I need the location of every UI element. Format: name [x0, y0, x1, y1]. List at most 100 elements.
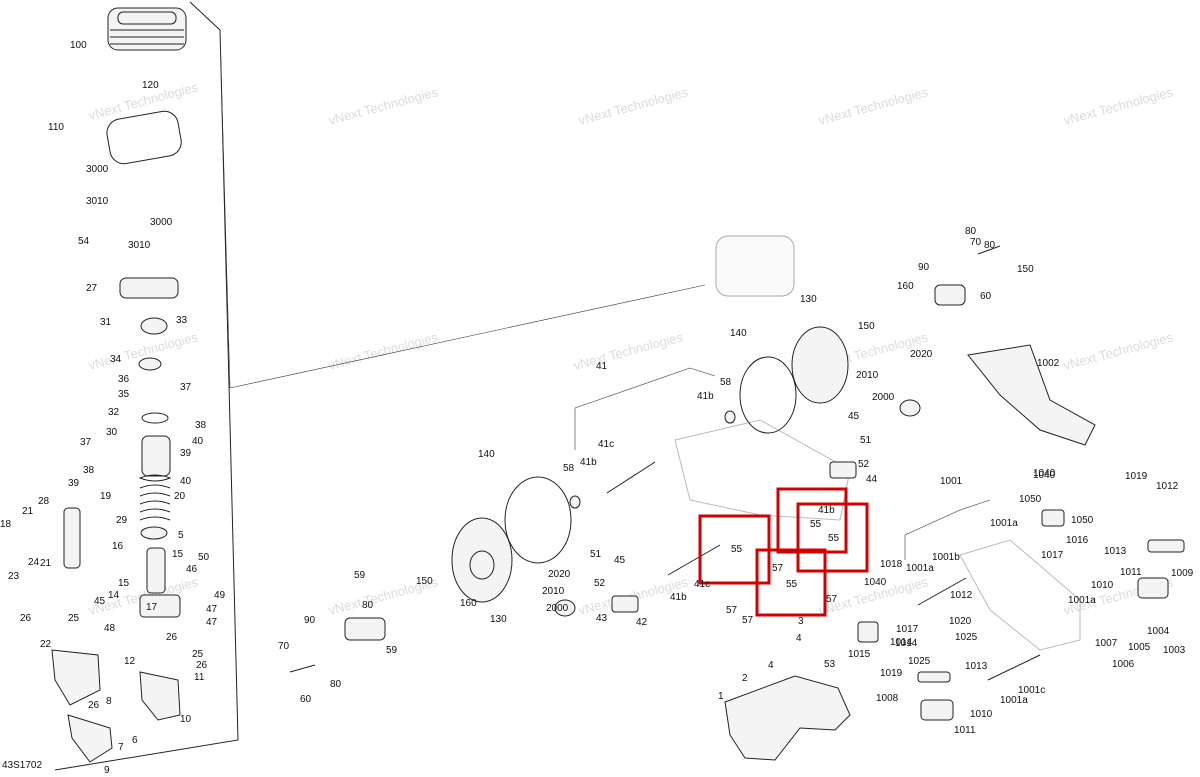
lower-guard-part	[67, 714, 113, 763]
callout-27: 27	[86, 283, 98, 294]
callout-35: 35	[118, 389, 130, 400]
callout-2010: 2010	[856, 370, 879, 381]
callout-40: 40	[192, 436, 204, 447]
callout-21: 21	[22, 506, 34, 517]
reference-code: 43S1702	[2, 760, 42, 771]
bracket-44-part	[829, 461, 857, 479]
callout-16: 16	[112, 541, 124, 552]
callout-1011: 1011	[1120, 567, 1142, 578]
plate-1019-part	[1147, 539, 1185, 553]
left-column-frame	[54, 1, 706, 771]
callout-2000: 2000	[872, 392, 895, 403]
bracket-43-part	[611, 595, 639, 613]
spring-seat-part	[138, 357, 162, 371]
callout-1011: 1011	[954, 725, 976, 736]
callout-1025: 1025	[908, 656, 931, 667]
callout-41b: 41b	[818, 505, 835, 516]
callout-28: 28	[38, 496, 50, 507]
callout-45: 45	[614, 555, 626, 566]
callout-43: 43	[596, 613, 608, 624]
callout-1008: 1008	[876, 693, 899, 704]
callout-10: 10	[180, 714, 192, 725]
callout-2000: 2000	[546, 603, 569, 614]
callout-34: 34	[110, 354, 122, 365]
watermark-7: vNext Technologies	[327, 329, 440, 373]
valve-cover-part	[107, 7, 187, 51]
callout-80: 80	[330, 679, 342, 690]
callout-55: 55	[810, 519, 822, 530]
callout-1040: 1040	[864, 577, 887, 588]
callout-55: 55	[828, 533, 840, 544]
callout-130: 130	[800, 294, 817, 305]
callout-1007: 1007	[1095, 638, 1118, 649]
callout-1003: 1003	[1163, 645, 1186, 656]
highlight-box-4	[755, 548, 827, 617]
callout-37: 37	[80, 437, 92, 448]
callout-44: 44	[866, 474, 878, 485]
cap-part	[140, 317, 168, 335]
callout-2020: 2020	[548, 569, 571, 580]
callout-1014: 1014	[890, 637, 913, 648]
mount-59b-part	[344, 617, 386, 641]
callout-1013: 1013	[965, 661, 988, 672]
callout-6: 6	[132, 735, 138, 746]
callout-1001b: 1001b	[932, 552, 960, 563]
callout-1012: 1012	[950, 590, 973, 601]
callout-36: 36	[118, 374, 130, 385]
knuckle-part	[139, 671, 181, 721]
callout-54: 54	[78, 236, 90, 247]
callout-33: 33	[176, 315, 188, 326]
shaft-41c-part	[606, 461, 656, 494]
callout-52: 52	[858, 459, 870, 470]
callout-50: 50	[198, 552, 210, 563]
center-parts	[289, 235, 1185, 761]
callout-55: 55	[786, 579, 798, 590]
callout-12: 12	[124, 656, 136, 667]
callout-1016: 1016	[1066, 535, 1089, 546]
callout-60: 60	[980, 291, 992, 302]
bearing-2000b-part	[554, 599, 576, 617]
callout-55: 55	[731, 544, 743, 555]
callout-70: 70	[278, 641, 290, 652]
callout-1012: 1012	[1156, 481, 1179, 492]
highlight-box-3	[796, 502, 869, 573]
highlight-box-2	[776, 487, 848, 554]
callout-150: 150	[416, 576, 433, 587]
cover-130-part	[791, 326, 849, 404]
mount-59-part	[934, 284, 966, 306]
callout-1004: 1004	[1147, 626, 1170, 637]
swing-arm-part	[674, 419, 851, 521]
callout-49: 49	[214, 590, 226, 601]
guard-part	[51, 649, 101, 706]
bracket-1002-part	[967, 344, 1096, 446]
gasket-140-part	[739, 356, 797, 434]
callout-1009: 1009	[1171, 568, 1194, 579]
callout-160: 160	[897, 281, 914, 292]
callout-30: 30	[106, 427, 118, 438]
callout-14: 14	[108, 590, 120, 601]
callout-1001c: 1001c	[1018, 685, 1045, 696]
callout-4: 4	[768, 660, 774, 671]
watermark-5: vNext Technologies	[1062, 84, 1175, 128]
shock-part	[63, 507, 81, 569]
bearing-2000-part	[899, 399, 921, 417]
bracket-1015-part	[857, 621, 879, 643]
watermark-10: vNext Technologies	[1062, 329, 1175, 373]
piston-part	[141, 435, 171, 477]
callout-60: 60	[300, 694, 312, 705]
callout-15: 15	[172, 549, 184, 560]
callout-5: 5	[178, 530, 184, 541]
callout-3000: 3000	[86, 164, 109, 175]
callout-1050: 1050	[1071, 515, 1094, 526]
callout-1001a: 1001a	[990, 518, 1018, 529]
bolt-60-part	[289, 664, 316, 673]
callout-41: 41	[596, 361, 608, 372]
callout-57: 57	[726, 605, 738, 616]
bracket-part	[119, 277, 179, 299]
callout-21: 21	[40, 558, 52, 569]
callout-42: 42	[636, 617, 648, 628]
callout-2: 2	[742, 673, 748, 684]
callout-3010: 3010	[86, 196, 109, 207]
callout-32: 32	[108, 407, 120, 418]
